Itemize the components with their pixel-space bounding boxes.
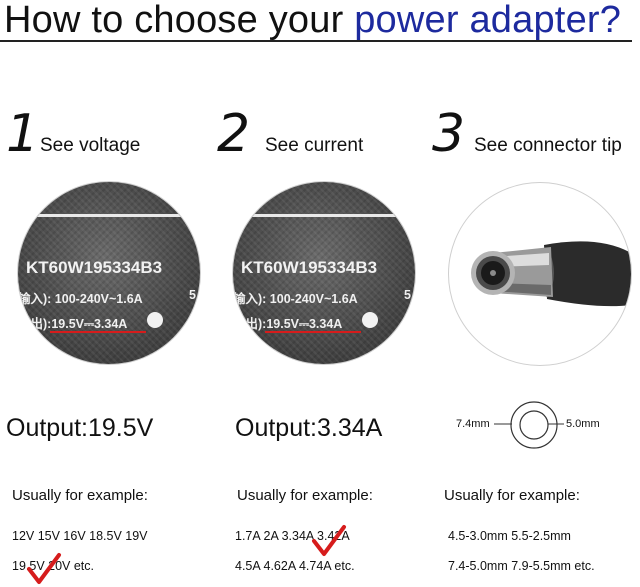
step-label: See voltage <box>40 135 141 156</box>
page-title: How to choose your power adapter? <box>4 0 621 44</box>
example-line: 7.4-5.0mm 7.9-5.5mm etc. <box>448 559 595 573</box>
checkmark-icon <box>27 553 61 584</box>
adapter-label-zoom: KT60W195334B3 输入): 100-240V~1.6A 5 输出):1… <box>233 182 415 364</box>
usually-label: Usually for example: <box>444 487 580 504</box>
step-connector-tip: 3 See connector tip 7.4mm 5.0mm Usually … <box>426 0 639 587</box>
checkmark-icon <box>312 525 346 556</box>
step-number: 1 <box>6 104 40 164</box>
step-label: See current <box>265 135 364 156</box>
example-line: 12V 15V 16V 18.5V 19V <box>12 529 148 543</box>
model-number: KT60W195334B3 <box>241 258 378 277</box>
current-highlight <box>265 331 361 333</box>
voltage-highlight <box>50 331 146 333</box>
connector-tip-photo <box>448 182 632 366</box>
usually-label: Usually for example: <box>237 487 373 504</box>
output-value: Output:19.5V <box>6 414 154 442</box>
dimension-circles-icon <box>494 401 564 449</box>
example-line: 1.7A 2A 3.34A 3.42A <box>235 529 350 543</box>
label-fragment: 5 <box>189 288 196 302</box>
connector-tip-icon <box>471 241 631 307</box>
certification-mark-icon <box>147 312 163 328</box>
tip-dimensions: 7.4mm 5.0mm <box>426 398 639 458</box>
outer-diameter: 7.4mm <box>456 418 490 430</box>
certification-mark-icon <box>362 312 378 328</box>
input-rating: 输入): 100-240V~1.6A <box>18 292 143 306</box>
step-number: 3 <box>432 104 466 164</box>
title-plain: How to choose your <box>4 0 344 41</box>
model-number: KT60W195334B3 <box>26 258 163 277</box>
step-voltage: 1 See voltage KT60W195334B3 输入): 100-240… <box>0 0 213 587</box>
output-rating: 输出):19.5V⎓3.34A <box>18 317 128 331</box>
title-accent: power adapter? <box>354 0 622 41</box>
example-line: 4.5-3.0mm 5.5-2.5mm <box>448 529 571 543</box>
output-value: Output:3.34A <box>235 414 383 442</box>
usually-label: Usually for example: <box>12 487 148 504</box>
step-current: 2 See current KT60W195334B3 输入): 100-240… <box>213 0 426 587</box>
output-rating: 输出):19.5V⎓3.34A <box>233 317 343 331</box>
input-rating: 输入): 100-240V~1.6A <box>233 292 358 306</box>
inner-diameter: 5.0mm <box>566 418 600 430</box>
title-underline <box>0 40 632 42</box>
label-fragment: 5 <box>404 288 411 302</box>
example-line: 4.5A 4.62A 4.74A etc. <box>235 559 355 573</box>
adapter-label-zoom: KT60W195334B3 输入): 100-240V~1.6A 5 输出):1… <box>18 182 200 364</box>
step-label: See connector tip <box>474 135 622 156</box>
step-number: 2 <box>217 104 251 164</box>
